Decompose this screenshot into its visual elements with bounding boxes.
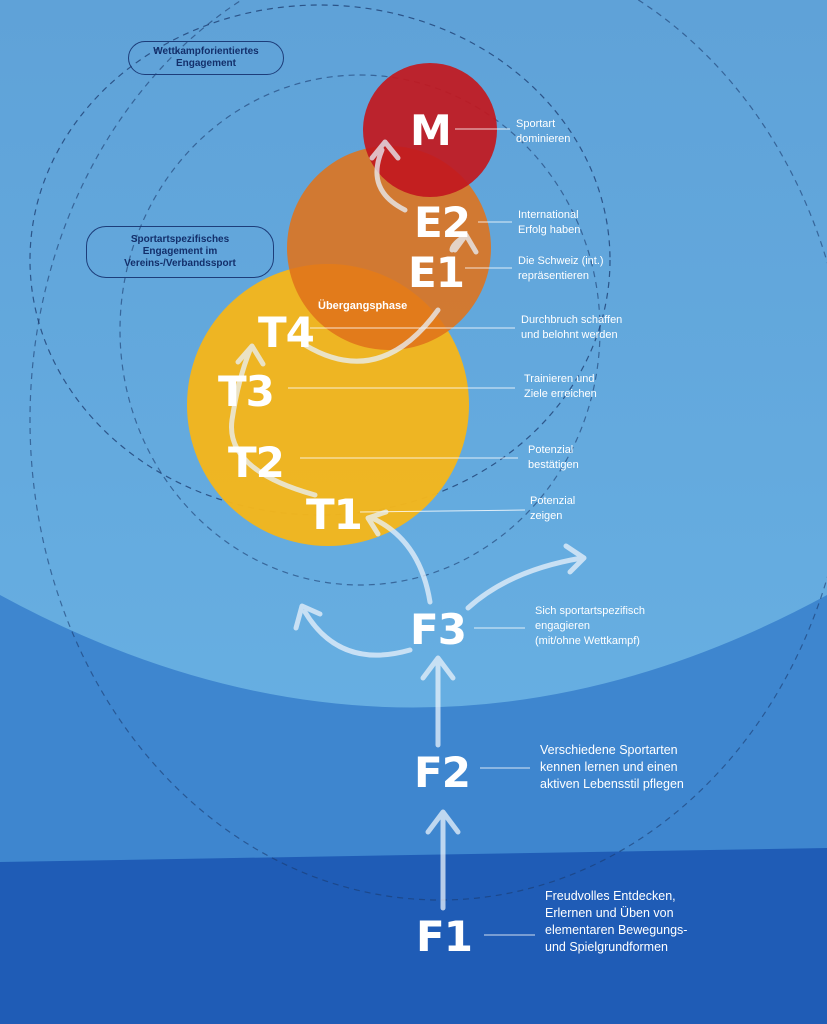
desc-f3: Sich sportartspezifisch engagieren (mit/…	[535, 605, 646, 647]
stage-t3: T3	[218, 367, 275, 416]
desc-f1: Freudvolles Entdecken, Erlernen und Üben…	[545, 889, 688, 954]
desc-t1: Potenzial zeigen	[530, 495, 576, 522]
desc-e2: International Erfolg haben	[518, 209, 581, 236]
stage-t2: T2	[228, 438, 285, 487]
desc-t2: Potenzial bestätigen	[528, 444, 579, 471]
competitive-engagement-pill: Wettkampforientiertes Engagement	[128, 41, 284, 75]
competitive-boundary	[29, 4, 611, 516]
desc-f2: Verschiedene Sportarten kennen lernen un…	[540, 743, 684, 791]
stage-t4: T4	[258, 308, 315, 357]
club-boundary	[29, 0, 827, 901]
bottom-band	[0, 848, 827, 1024]
stage-e1: E1	[408, 248, 465, 297]
stage-f3: F3	[410, 605, 467, 654]
desc-t4: Durchbruch schaffen und belohnt werden	[521, 314, 623, 341]
desc-t3: Trainieren und Ziele erreichen	[524, 373, 597, 400]
desc-e1: Die Schweiz (int.) repräsentieren	[518, 255, 604, 282]
inner-boundary	[119, 74, 601, 586]
mastery-circle	[363, 63, 497, 197]
stage-f2: F2	[414, 748, 471, 797]
desc-m: Sportart dominieren	[516, 118, 571, 145]
club-engagement-pill: Sportartspezifisches Engagement im Verei…	[86, 226, 274, 278]
transition-phase-label: Übergangsphase	[318, 300, 408, 312]
elite-circle	[287, 146, 491, 350]
stage-m: M	[410, 106, 452, 155]
stage-t1: T1	[306, 490, 363, 539]
stage-e2: E2	[414, 198, 471, 247]
stage-f1: F1	[416, 912, 473, 961]
